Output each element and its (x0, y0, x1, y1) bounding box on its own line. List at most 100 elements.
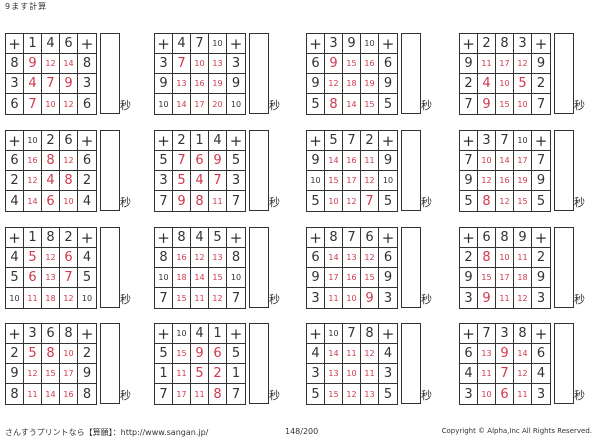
number-cell: 5 (155, 344, 173, 364)
cell-value: 6 (311, 250, 320, 265)
cell-value: 2 (536, 250, 546, 265)
cell-value: 10 (517, 136, 528, 145)
cell-value: 4 (10, 193, 19, 209)
answer-cell: 12 (60, 94, 78, 114)
answer-cell: 13 (361, 384, 379, 404)
seconds-label: 秒 (120, 293, 131, 306)
cell-value: + (309, 131, 322, 150)
number-cell: 2 (78, 344, 96, 364)
cell-value: 14 (45, 389, 56, 399)
answer-cell: 14 (173, 94, 191, 114)
cell-value: 3 (518, 36, 527, 51)
cell-value: 9 (383, 76, 393, 91)
answer-cell: 10 (325, 191, 343, 211)
cell-value: 12 (63, 293, 74, 303)
number-cell: 10 (307, 171, 325, 191)
time-box (401, 130, 421, 211)
cell-value: + (381, 228, 395, 247)
cell-value: 15 (364, 273, 375, 282)
cell-value: + (534, 228, 548, 247)
number-cell: 9 (379, 151, 397, 171)
cell-value: + (381, 34, 395, 53)
plus-sign-cell: + (6, 131, 24, 151)
plus-sign-cell: + (460, 228, 478, 248)
cell-value: 7 (347, 133, 356, 148)
answer-cell: 9 (478, 94, 496, 114)
cell-value: 9 (482, 290, 491, 306)
cell-value: 8 (231, 250, 241, 265)
plus-sign-cell: + (460, 34, 478, 54)
cell-value: + (8, 228, 21, 247)
answer-cell: 6 (24, 268, 42, 288)
number-cell: 9 (532, 54, 550, 74)
cell-value: 8 (10, 56, 19, 71)
cell-value: 8 (46, 346, 55, 361)
cell-value: 8 (500, 230, 509, 245)
cell-value: 4 (536, 366, 546, 381)
number-cell: 10 (227, 94, 245, 114)
answer-cell: 11 (173, 364, 191, 384)
number-cell: 9 (532, 171, 550, 191)
answer-cell: 17 (343, 171, 361, 191)
cell-value: 2 (464, 76, 473, 91)
answer-cell: 6 (42, 191, 60, 211)
cell-value: 17 (176, 389, 187, 399)
answer-cell: 8 (478, 248, 496, 268)
cell-value: 2 (177, 133, 186, 148)
number-cell: 10 (379, 171, 397, 191)
cell-value: 6 (365, 230, 374, 245)
answer-cell: 9 (173, 191, 191, 211)
number-cell: 6 (60, 131, 78, 151)
cell-value: + (8, 131, 21, 150)
cell-value: 10 (346, 369, 357, 378)
cell-value: + (157, 131, 170, 150)
number-cell: 9 (78, 364, 96, 384)
answer-cell: 10 (191, 54, 209, 74)
plus-sign-cell: + (532, 131, 550, 151)
plus-sign-cell: + (155, 34, 173, 54)
cell-value: 10 (27, 136, 38, 145)
cell-value: 15 (346, 59, 357, 68)
cell-value: 1 (213, 326, 222, 341)
plus-sign-cell: + (460, 131, 478, 151)
answer-cell: 8 (42, 344, 60, 364)
cell-value: 12 (27, 369, 38, 378)
answer-cell: 16 (496, 171, 514, 191)
cell-value: 2 (82, 346, 92, 361)
cell-value: + (462, 324, 475, 343)
cell-value: + (229, 131, 243, 150)
cell-value: 10 (499, 79, 510, 88)
seconds-label: 秒 (269, 389, 280, 402)
cell-value: 9 (536, 56, 546, 71)
cell-value: 9 (64, 76, 73, 91)
answer-cell: 12 (42, 248, 60, 268)
answer-cell: 5 (173, 171, 191, 191)
cell-value: 13 (212, 59, 223, 68)
cell-value: 11 (212, 196, 223, 206)
answer-cell: 9 (209, 151, 227, 171)
number-cell: 9 (514, 228, 532, 248)
cell-value: 5 (159, 346, 168, 361)
cell-value: 4 (177, 36, 186, 51)
number-cell: 3 (379, 288, 397, 308)
answer-cell: 12 (24, 171, 42, 191)
cell-value: 10 (81, 293, 93, 303)
cell-value: 7 (464, 153, 473, 168)
cell-value: 9 (500, 346, 509, 361)
answer-cell: 12 (361, 248, 379, 268)
page-number: 148/200 (285, 427, 319, 436)
number-cell: 2 (532, 248, 550, 268)
answer-cell: 12 (361, 344, 379, 364)
time-box (249, 323, 269, 404)
cell-value: + (534, 34, 548, 53)
cell-value: 7 (159, 386, 168, 402)
cell-value: + (80, 324, 94, 343)
answer-cell: 20 (209, 94, 227, 114)
number-cell: 3 (325, 34, 343, 54)
number-cell: 8 (325, 228, 343, 248)
number-cell: 7 (227, 288, 245, 308)
cell-value: 6 (464, 346, 473, 361)
number-cell: 10 (155, 268, 173, 288)
number-cell: 6 (379, 54, 397, 74)
